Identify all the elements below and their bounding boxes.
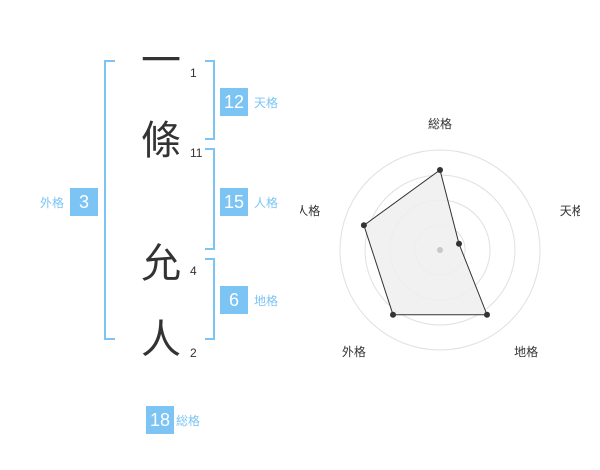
radar-data-polygon <box>363 169 488 316</box>
radar-center-dot <box>437 247 443 253</box>
chikaku-label: 6 地格 <box>220 286 278 314</box>
gaikaku-value: 3 <box>70 188 99 216</box>
given-char-1: 允 <box>141 241 181 287</box>
radar-point-2 <box>456 240 462 247</box>
tenkaku-bracket <box>205 60 215 140</box>
radar-axis-label-3: 地格 <box>514 344 538 359</box>
surname-char-2-strokes: 11 <box>190 146 203 160</box>
tenkaku-name: 天格 <box>254 95 279 110</box>
radar-axis-label-5: 人格 <box>300 203 320 218</box>
chikaku-bracket <box>205 258 215 340</box>
tenkaku-label: 12 天格 <box>220 88 278 116</box>
soukaku-value: 18 <box>146 406 174 434</box>
chikaku-name: 地格 <box>254 293 279 308</box>
radar-point-5 <box>360 222 367 229</box>
gaikaku-bracket <box>104 60 115 340</box>
radar-axis-label-1: 総格 <box>428 116 452 131</box>
radar-point-3 <box>484 311 490 318</box>
given-char-2: 人 <box>141 317 181 363</box>
surname-char-2: 條 <box>141 118 181 164</box>
jinkaku-value: 15 <box>220 188 248 216</box>
tenkaku-value: 12 <box>220 88 248 116</box>
radar-grid-ring-4 <box>339 149 541 351</box>
given-char-1-strokes: 4 <box>190 264 197 278</box>
chikaku-value: 6 <box>220 286 248 314</box>
given-char-2-strokes: 2 <box>190 346 197 360</box>
jinkaku-label: 15 人格 <box>220 188 278 216</box>
jinkaku-name: 人格 <box>254 195 279 210</box>
radar-axis-label-2: 天格 <box>560 203 580 218</box>
gaikaku-label: 外格 3 <box>40 188 99 216</box>
surname-char-1: 一 <box>141 38 181 84</box>
radar-point-1 <box>437 167 443 173</box>
soukaku-name: 総格 <box>176 413 201 428</box>
surname-char-1-strokes: 1 <box>190 66 197 80</box>
jinkaku-bracket <box>205 148 215 250</box>
radar-point-4 <box>390 311 396 318</box>
soukaku-label: 18 総格 <box>146 406 200 434</box>
radar-axis-label-4: 外格 <box>342 344 366 359</box>
gaikaku-name: 外格 <box>40 195 65 210</box>
